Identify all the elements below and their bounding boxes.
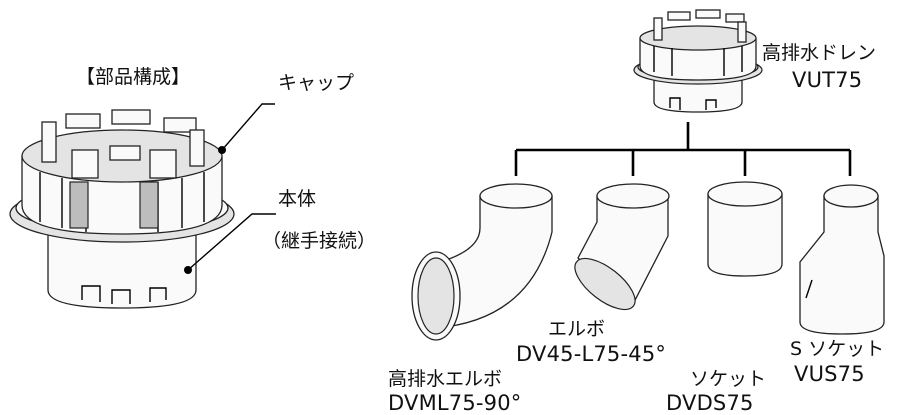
main-drain-code: VUT75 xyxy=(792,68,863,92)
fitting-elbow-90-name: 高排水エルボ xyxy=(388,368,503,390)
fitting-s-socket-name: S ソケット xyxy=(790,338,885,360)
body-note: （継手接続） xyxy=(262,230,377,252)
parts-title: 【部品構成】 xyxy=(76,66,191,88)
fitting-socket-name: ソケット xyxy=(690,368,767,390)
cap-label: キャップ xyxy=(278,72,355,94)
body-leader xyxy=(184,213,276,274)
main-drain-name: 高排水ドレン xyxy=(762,42,877,64)
fitting-elbow-90-code: DVML75-90° xyxy=(388,391,522,415)
fitting-s-socket-illustration xyxy=(799,184,885,335)
fitting-socket-illustration xyxy=(707,181,783,277)
fitting-elbow-45-code: DV45-L75-45° xyxy=(516,342,667,366)
fitting-elbow-90-illustration xyxy=(411,183,553,341)
fitting-elbow-45-illustration xyxy=(574,183,670,311)
fitting-socket-code: DVDS75 xyxy=(666,391,754,415)
main-drain-illustration xyxy=(633,9,763,113)
body-label: 本体 xyxy=(278,188,317,210)
cap-leader xyxy=(218,103,275,154)
drain-assembly-illustration xyxy=(9,109,235,309)
fitting-s-socket-code: VUS75 xyxy=(794,362,865,386)
branch-connector xyxy=(514,122,852,176)
fitting-elbow-45-name: エルボ xyxy=(548,318,606,340)
